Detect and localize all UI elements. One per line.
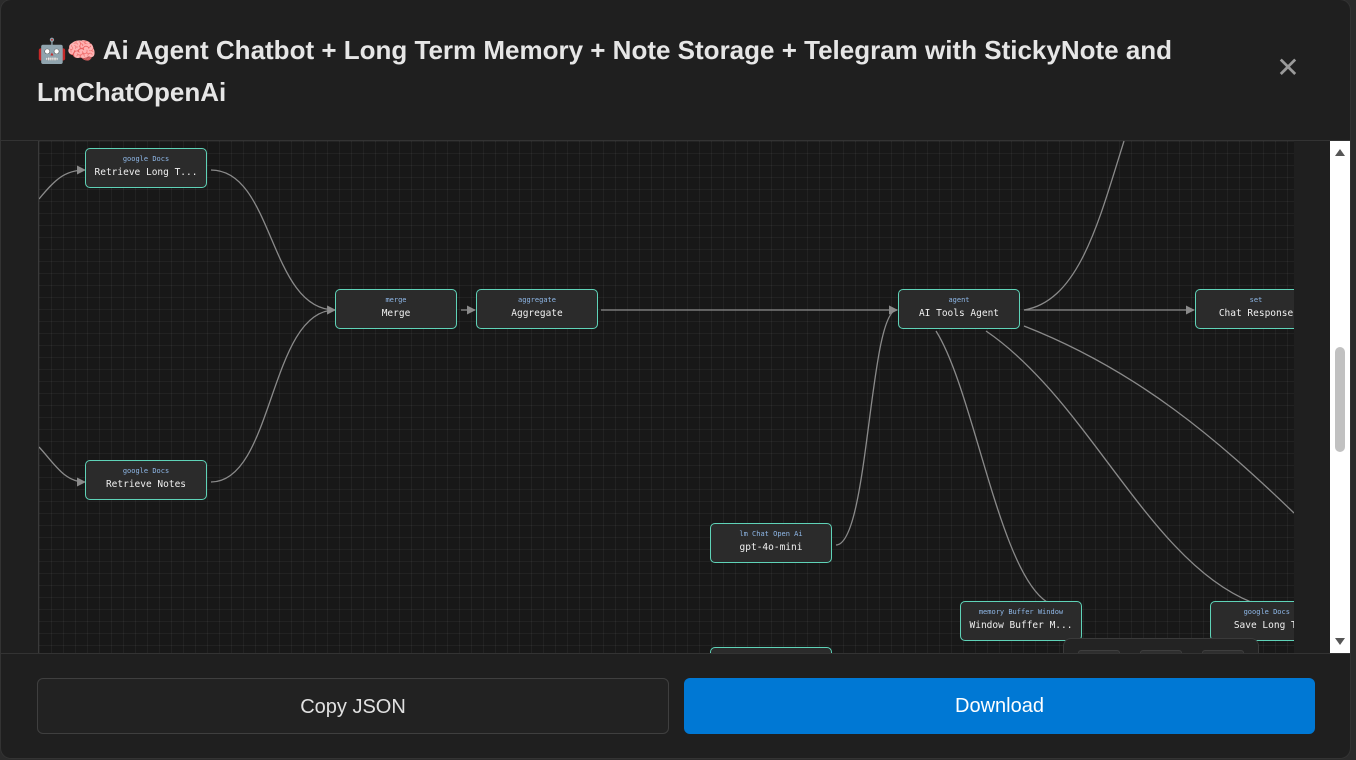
close-icon[interactable]: ✕ [1276, 52, 1300, 83]
edge-into-retrieve-long-term [39, 165, 86, 200]
node-ai-tools-agent[interactable]: agent AI Tools Agent [898, 289, 1020, 329]
scroll-up-arrow-icon[interactable] [1335, 149, 1345, 156]
edge-retrieve-notes-to-merge [210, 305, 336, 483]
download-button[interactable]: Download [684, 678, 1315, 734]
node-type: google Docs T [1243, 608, 1294, 616]
node-type: agent [948, 296, 970, 304]
node-gpt-4o-mini[interactable]: lm Chat Open Ai gpt-4o-mini [710, 523, 832, 563]
node-label: Retrieve Long T... [94, 167, 198, 178]
edge-retrieve-long-term-to-merge [210, 169, 336, 315]
zoom-in-button[interactable] [1078, 650, 1120, 653]
node-label: AI Tools Agent [918, 308, 1000, 319]
node-type: aggregate [518, 296, 556, 304]
node-chat-response[interactable]: set Chat Response [1195, 289, 1294, 329]
node-aggregate[interactable]: aggregate Aggregate [476, 289, 598, 329]
node-type: google Docs [122, 467, 170, 475]
scrollbar-thumb[interactable] [1335, 347, 1345, 452]
scroll-down-arrow-icon[interactable] [1335, 638, 1345, 645]
node-type: memory Buffer Window [978, 608, 1064, 616]
node-window-buffer-memory[interactable]: memory Buffer Window Window Buffer M... [960, 601, 1082, 641]
canvas-scrollbar[interactable] [1330, 141, 1350, 653]
node-label: Merge [381, 308, 411, 319]
robot-brain-emoji-icon: 🤖🧠 [37, 38, 97, 65]
dialog-header: 🤖🧠Ai Agent Chatbot + Long Term Memory + … [1, 0, 1350, 141]
node-label: Aggregate [511, 308, 563, 319]
edge-agent-to-window-buffer [935, 330, 1048, 603]
zoom-out-button[interactable] [1140, 650, 1182, 653]
node-merge[interactable]: merge Merge [335, 289, 457, 329]
node-label: gpt-4o-mini [739, 542, 803, 553]
edge-gpt-to-agent [835, 305, 898, 546]
node-type: set [1249, 296, 1263, 304]
node-label: Retrieve Notes [105, 479, 187, 490]
edge-agent-to-upper-node [1023, 141, 1125, 311]
node-label: Save Long Ter [1233, 620, 1294, 631]
dialog-footer: Copy JSON Download [1, 653, 1350, 758]
node-retrieve-notes[interactable]: google Docs Retrieve Notes [85, 460, 207, 500]
node-retrieve-long-term[interactable]: google Docs Retrieve Long T... [85, 148, 207, 188]
copy-json-button[interactable]: Copy JSON [37, 678, 669, 734]
dialog-title: 🤖🧠Ai Agent Chatbot + Long Term Memory + … [37, 30, 1227, 113]
edge-agent-to-save-long-term [985, 330, 1252, 603]
node-type: merge [385, 296, 407, 304]
node-label: Chat Response [1218, 308, 1294, 319]
fit-view-button[interactable] [1202, 650, 1244, 653]
node-label: Window Buffer M... [969, 620, 1073, 631]
node-save-long-term[interactable]: google Docs T Save Long Ter [1210, 601, 1294, 641]
workflow-edges [39, 141, 1294, 603]
canvas-controls [1063, 638, 1259, 653]
workflow-canvas[interactable]: google Docs Retrieve Long T... google Do… [38, 141, 1294, 653]
node-type: lm Chat Open Ai [739, 530, 803, 538]
node-type: google Docs [122, 155, 170, 163]
dialog-title-text: Ai Agent Chatbot + Long Term Memory + No… [37, 35, 1173, 107]
edge-into-retrieve-notes [39, 446, 86, 487]
edge-agent-to-offscreen-tool [1023, 325, 1294, 514]
node-partial-offscreen[interactable] [710, 647, 832, 653]
